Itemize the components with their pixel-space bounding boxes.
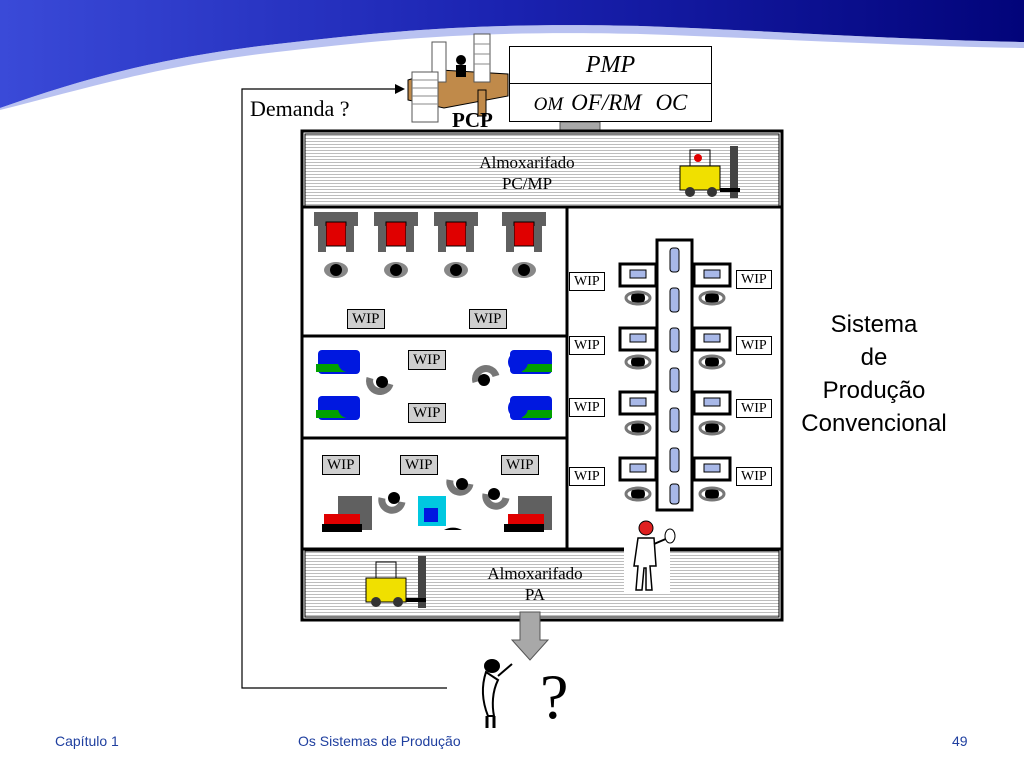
wip-label: WIP [569,272,605,291]
machine-with-operator [502,212,546,278]
side-title: Sistema de Produção Convencional [782,308,966,440]
wip-label: WIP [408,403,446,423]
operator-icon [472,365,500,386]
raw-store-line1: Almoxarifado [479,153,575,172]
workstation-icon [692,456,732,502]
wip-label: WIP [736,270,772,289]
wip-label: WIP [408,350,446,370]
question-mark: ? [540,661,569,732]
of-rm-label: OF/RM [571,90,642,115]
wip-label: WIP [736,399,772,418]
wip-label: WIP [322,455,360,475]
wip-label: WIP [736,336,772,355]
wip-label: WIP [400,455,438,475]
om-label: OM [533,94,564,115]
pmp-box: PMP OM OF/RM OC [509,46,712,122]
operator-icon [378,492,406,514]
workstation-icon [618,390,658,436]
wip-label: WIP [347,309,385,329]
workstation-icon [618,456,658,502]
footer-page-number: 49 [952,733,968,749]
red-machine [504,496,552,532]
raw-store-line2: PC/MP [501,174,553,193]
side-title-line4: Convencional [801,410,947,437]
pmp-label: PMP [510,47,711,84]
demand-label: Demanda ? [250,96,350,121]
workstation-icon [692,262,732,306]
blue-machine [508,350,552,374]
wip-label: WIP [569,398,605,417]
machine-with-operator [314,212,358,278]
workstation-icon [692,326,732,370]
finished-store-line2: PA [524,585,546,604]
machine-with-operator [434,212,478,278]
demand-feedback-line [241,84,447,689]
forklift-icon [679,146,740,198]
side-title-line3: Produção [822,377,926,404]
customer-figure [481,659,513,728]
wip-label: WIP [469,309,507,329]
finished-store-line1: Almoxarifado [487,564,583,583]
raw-store-label: Almoxarifado PC/MP [427,152,627,194]
machine-with-operator [374,212,418,278]
wip-label: WIP [501,455,539,475]
side-title-line2: de [860,344,888,371]
output-arrow [510,611,550,661]
pcp-desk-icon [407,33,509,123]
cyan-machine [418,496,462,530]
workstation-icon [692,390,732,436]
footer-title: Os Sistemas de Produção [298,733,461,749]
operator-icon [446,478,474,496]
red-machine [322,496,372,532]
blue-machine [508,396,552,420]
oc-label: OC [655,90,688,115]
workstation-icon [618,326,658,370]
wip-label: WIP [569,336,605,355]
wip-label: WIP [736,467,772,486]
side-title-line1: Sistema [830,311,918,338]
blue-machine [316,396,360,420]
pcp-label: PCP [452,108,493,132]
conveyor-line [655,238,694,512]
finished-store-label: Almoxarifado PA [435,563,635,605]
header-wave-banner [0,0,1024,110]
operator-icon [482,488,510,510]
footer-chapter: Capítulo 1 [55,733,119,749]
forklift-icon [365,556,426,608]
operator-icon [366,376,394,395]
orders-row: OM OF/RM OC [510,84,711,121]
supervisor-figure [624,520,676,594]
workstation-icon [618,262,658,306]
wip-label: WIP [569,467,605,486]
blue-machine [316,350,360,374]
